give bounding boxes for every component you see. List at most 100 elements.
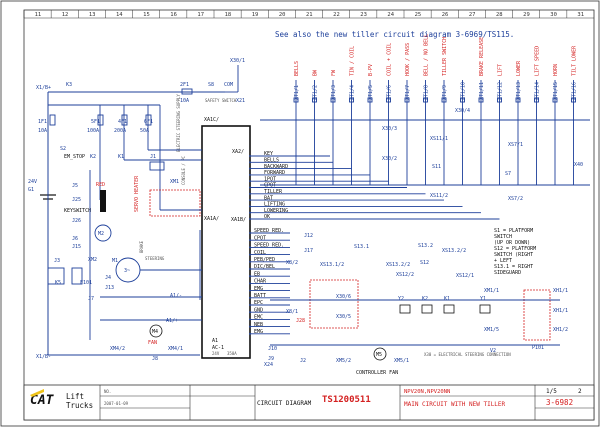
- s11-label: S11: [432, 164, 441, 170]
- tiller-switch-group: X30/4 X30/3 X30/2 XS11/1 S11 XS11/2 X40 …: [260, 108, 590, 202]
- j10-label: J10: [268, 346, 277, 352]
- connector-code: XT1/9: [442, 85, 448, 100]
- doc-number: TS1200511: [322, 395, 371, 405]
- title-block-no: NO.: [104, 389, 111, 394]
- keyswitch-label: KEYSWITCH: [64, 208, 91, 214]
- connector-code: XT1/11: [479, 82, 485, 100]
- red-label: RED: [96, 182, 105, 188]
- connector-code: XT1/6: [387, 85, 393, 100]
- power-rail: X1/B+ X1/B- K3: [36, 82, 225, 360]
- cat-logo-sub1: Lift: [66, 392, 84, 401]
- fuse-5f1-label: 5F1: [91, 119, 100, 125]
- fuse-1f1: [49, 114, 56, 126]
- j15-label: J15: [72, 244, 81, 250]
- x1-bplus-label: X1/B+: [36, 85, 51, 91]
- x30-4-label: X30/4: [455, 108, 470, 114]
- column-number: 12: [62, 12, 69, 18]
- j4-label: J4: [105, 275, 111, 281]
- column-number: 26: [442, 12, 449, 18]
- connector-signal: TILLER SWITCH: [442, 37, 448, 76]
- key-and-estop-group: S2 EM_STOP K2 K1 J1 24V G1 J5 J25 KEYSWI…: [28, 146, 165, 302]
- xa2-label: XA2/: [232, 149, 244, 155]
- column-number: 28: [496, 12, 503, 18]
- x30-note-label: X30 = ELECTRICAL STEERING CONNECTION: [424, 352, 511, 357]
- switch-note-line: SWITCH (RIGHT: [494, 252, 533, 258]
- v2-label: V2: [490, 348, 496, 354]
- console-pin-label: FORWARD: [264, 170, 285, 176]
- x8-1-label: X8/1: [286, 309, 298, 315]
- connector-signal: BELL / NO BELL: [424, 34, 430, 76]
- x21-label: X21: [236, 98, 245, 104]
- j2-label: J2: [300, 358, 306, 364]
- switch-note-line: (UP OR DOWN): [494, 240, 530, 246]
- svg-text:3~: 3~: [124, 268, 130, 274]
- header-note: See also the new tiller circuit diagram …: [275, 30, 514, 39]
- switch-note-line: S1 = PLATFORM: [494, 228, 533, 234]
- p101-label: P101: [532, 345, 544, 351]
- a1-model-label: 350A: [227, 351, 237, 356]
- top-connector: XT1/3FW: [330, 69, 337, 185]
- controller-fan-label: CONTROLLER FAN: [356, 370, 398, 376]
- fuse-1f1-rating: 10A: [38, 128, 47, 134]
- xs11-2-label: XS11/2: [430, 193, 448, 199]
- cat-logo-triangle: [30, 389, 44, 397]
- column-number: 23: [360, 12, 367, 18]
- j17-label: J17: [304, 248, 313, 254]
- j1-label: J1: [150, 154, 156, 160]
- switch-note-line: S13.1 = RIGHT: [494, 264, 533, 270]
- switch-note-line: SWITCH: [494, 234, 512, 240]
- xa1a-pin-label: EPC: [254, 300, 263, 306]
- electric-steering-label: ELECTRIC STEERING SUPPLY: [176, 94, 181, 152]
- xs7-1-label: XS7/1: [508, 142, 523, 148]
- xa1c-label: XA1C/: [204, 117, 219, 123]
- k2-label: K2: [90, 154, 96, 160]
- fuse-4f1: [121, 114, 128, 126]
- x8-2-label: X8/2: [286, 260, 298, 266]
- a1-minus-label-left: A1/-: [170, 293, 182, 299]
- fuse-2f1-label: 2F1: [180, 82, 189, 88]
- wire-bundle: [47, 92, 500, 355]
- fuse-5f1: [97, 114, 104, 126]
- xa1a-pin-label: PEB/PED: [254, 257, 275, 263]
- column-number: 22: [333, 12, 340, 18]
- j12-label: J12: [304, 233, 313, 239]
- drawing-number: 3-6982: [546, 398, 573, 407]
- m2-label: M2: [98, 231, 104, 237]
- console-pin-label: BAT: [264, 195, 273, 201]
- xa1a-pin-label: NEB: [254, 322, 263, 328]
- servo-heater-label: SERVO HEATER: [134, 175, 140, 212]
- console-pin-label: KEY: [264, 151, 273, 157]
- xm5-1-label: XM5/1: [394, 358, 409, 364]
- xs13-2-2-label: XS13.2/2: [386, 262, 410, 268]
- j8-label: J8: [152, 356, 158, 362]
- fuse-5f1-rating: 100A: [87, 128, 99, 134]
- xh1-1b-label: XH1/1: [553, 308, 568, 314]
- column-number: 20: [279, 12, 286, 18]
- m5-label: M5: [376, 352, 382, 358]
- xm2-label: XM2: [88, 257, 97, 263]
- xa1a-pin-label: SPEED RED.: [254, 228, 284, 234]
- platform-switch-group: J12 J17 X8/2 S13.1 S13.2 S12 XS13.1/2 XS…: [286, 228, 536, 329]
- console-pin-label: TILLER: [264, 189, 283, 195]
- doc-type: CIRCUIT DIAGRAM: [257, 400, 312, 407]
- connector-signal: LIFT: [498, 64, 504, 76]
- fan-label: FAN: [148, 340, 157, 346]
- console-pin-list: KEYBELLSBACKWARDFORWARD1POTCPOTTILLERBAT…: [249, 151, 330, 220]
- safety-switch-label: SAFETY SWITCH: [205, 98, 237, 103]
- xa1b-label: XA1B/: [231, 217, 246, 223]
- column-number: 27: [469, 12, 476, 18]
- x30-2-label: X30/2: [382, 156, 397, 162]
- xa1a-pin-label: DIC/BEL: [254, 264, 275, 270]
- xm1-5-label: XM1/5: [484, 327, 499, 333]
